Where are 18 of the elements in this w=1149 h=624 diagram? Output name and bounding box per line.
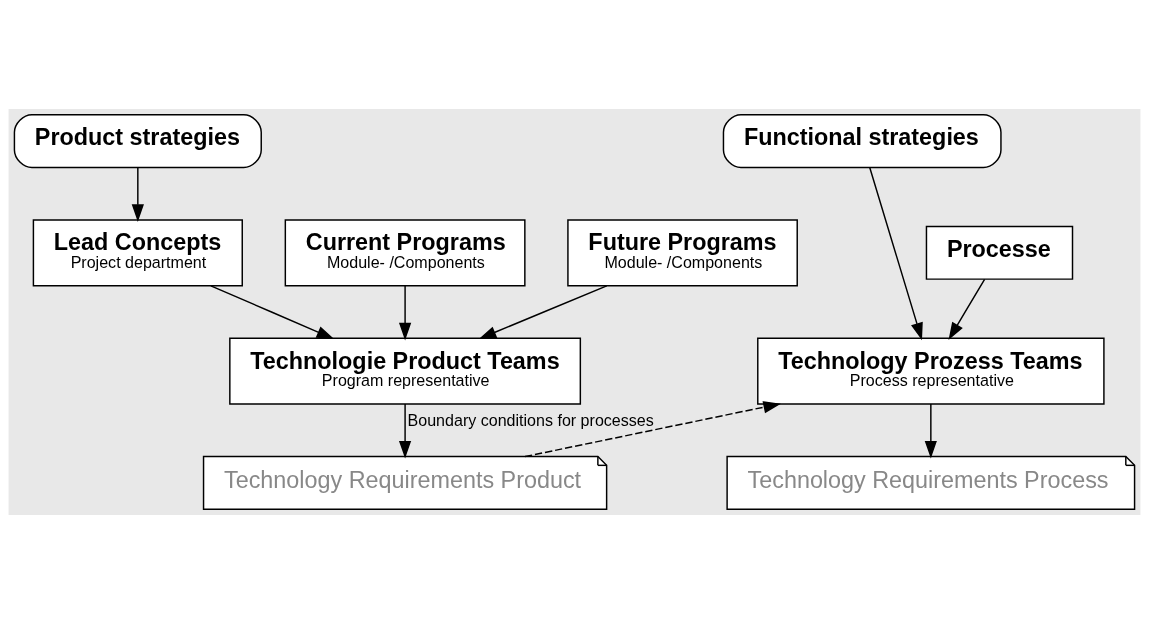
node-box: Future Programs Module- /Components: [567, 219, 798, 287]
edge-label: Boundary conditions for processes: [407, 410, 654, 429]
node-box: Processe: [925, 225, 1074, 280]
node-box: Product strategies: [13, 114, 262, 169]
node-box: Lead Concepts Project department: [32, 219, 243, 287]
node-box: Technology Prozess Teams Process representative: [757, 337, 1105, 405]
arrow: [869, 167, 923, 341]
node-box: Current Programs Module- /Components: [284, 219, 526, 287]
arrow: [524, 401, 781, 458]
arrow: [398, 403, 412, 459]
arrow: [948, 278, 986, 340]
arrow: [478, 285, 608, 340]
arrow: [210, 285, 335, 340]
arrow: [131, 167, 144, 222]
node-box: Functional strategies: [722, 114, 1002, 169]
arrow: [398, 285, 412, 341]
node-box: Technologie Product Teams Program representative: [229, 337, 582, 405]
arrow: [924, 403, 937, 459]
